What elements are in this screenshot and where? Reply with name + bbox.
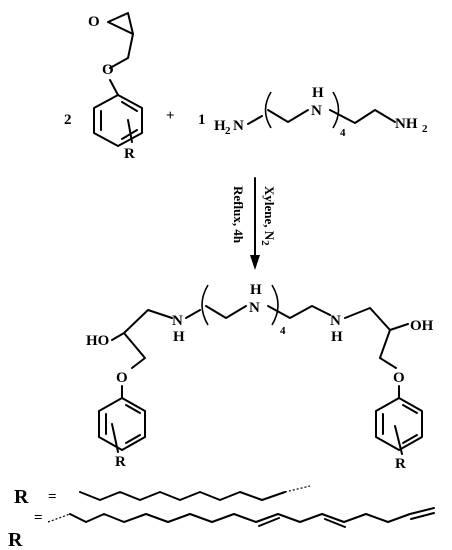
glycidyl-chain xyxy=(109,33,134,69)
amine-repeat-chain xyxy=(267,109,309,123)
coefficient-amine: 1 xyxy=(198,112,206,128)
product-left-benzene xyxy=(98,397,146,451)
amine-right-chain xyxy=(329,109,396,124)
product-ho-left: HO xyxy=(86,333,109,349)
amine-left-sub: 2 xyxy=(225,125,231,137)
amine-right-nh: NH xyxy=(395,116,418,132)
amine-right-sub: 2 xyxy=(422,123,428,135)
epoxide-ring xyxy=(107,12,134,35)
epoxide-oxygen: O xyxy=(88,14,100,30)
product-repeat-count: 4 xyxy=(280,325,286,337)
amine-left-n: N xyxy=(233,118,244,134)
condition-reflux: Reflux, 4h xyxy=(231,186,246,244)
legend-r2-equals: = xyxy=(34,510,43,526)
product-nh-mid-h: H xyxy=(250,282,262,298)
product-right-chain xyxy=(344,307,409,369)
product-oh-right: OH xyxy=(410,318,434,334)
product-nh-left-h: H xyxy=(173,329,185,345)
product-repeat-open xyxy=(201,284,209,326)
ether-oxygen: O xyxy=(102,62,114,78)
product-nh-left-n: N xyxy=(172,313,183,329)
legend-r1-symbol: R xyxy=(14,486,29,508)
product-nh-right-n: N xyxy=(330,313,341,329)
pentadecatrienyl-attachment-point xyxy=(47,513,71,523)
glycidyl-ether-reactant: O O R xyxy=(88,12,143,162)
condition-solvent: Xylene, N2 xyxy=(259,186,277,246)
product-left-benzene-double xyxy=(105,404,141,444)
product-right-benzene-double xyxy=(382,404,418,444)
product-nh-right-h: H xyxy=(331,329,343,345)
benzene-ring xyxy=(93,94,143,147)
coefficient-epoxide: 2 xyxy=(64,112,72,128)
product-right-r-bond xyxy=(394,425,403,455)
arrow-head xyxy=(250,255,260,270)
product-left-chain xyxy=(111,309,173,369)
legend-r2-symbol: R xyxy=(8,529,23,550)
product: HO N H H N 4 N H OH O R O R xyxy=(86,282,434,472)
pentadecatrienyl-double-bonds xyxy=(258,512,435,528)
benzene-double-bonds xyxy=(100,101,138,140)
amine-nh-h: H xyxy=(312,85,324,101)
product-r-right: R xyxy=(395,456,406,472)
product-left-r-bond xyxy=(111,423,119,453)
repeat-close-paren xyxy=(332,91,340,129)
repeat-open-paren xyxy=(264,91,272,129)
product-repeat-close xyxy=(271,284,279,326)
amine-repeat-count: 4 xyxy=(340,127,346,139)
nonyl-chain xyxy=(79,491,286,501)
product-r-left: R xyxy=(115,454,126,470)
amine-left-h: H xyxy=(214,118,226,134)
plus-sign: + xyxy=(166,108,175,124)
amine-left-bond xyxy=(247,115,263,125)
ring-substituent-bond xyxy=(127,119,133,143)
product-left-link xyxy=(185,309,201,319)
product-o-left: O xyxy=(116,370,128,386)
product-repeat-chain xyxy=(205,305,247,319)
product-right-link xyxy=(267,305,331,319)
polyamine-reactant: H 2 N H N 4 NH 2 xyxy=(214,85,428,139)
r-group-definitions: R = R = xyxy=(8,485,435,550)
product-right-benzene xyxy=(375,397,423,451)
amine-nh-n: N xyxy=(311,103,322,119)
ether-bond xyxy=(109,79,119,96)
pentadecatrienyl-chain xyxy=(69,507,435,523)
product-nh-mid-n: N xyxy=(249,300,260,316)
ring-substituent-r: R xyxy=(124,146,135,162)
reaction-arrow: Xylene, N2 Reflux, 4h xyxy=(231,177,277,270)
legend-r1-equals: = xyxy=(48,489,57,505)
nonyl-attachment-point xyxy=(284,485,311,493)
product-o-right: O xyxy=(393,370,405,386)
